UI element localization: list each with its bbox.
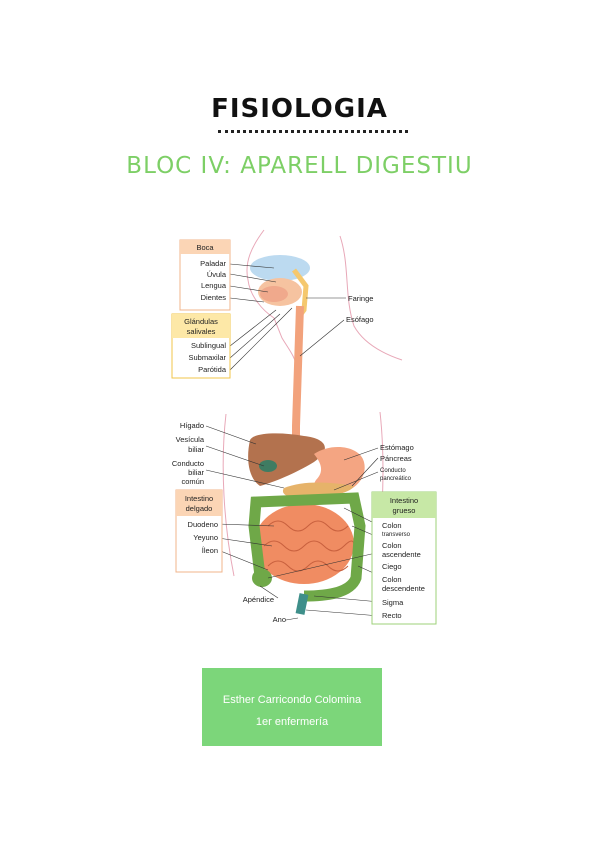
- label-estomago: Estómago: [380, 443, 414, 452]
- small-intestine-coils: [263, 520, 355, 572]
- glandulas-box-header: [172, 314, 230, 338]
- cecum-shape: [252, 569, 272, 587]
- label-esofago: Esófago: [346, 315, 374, 324]
- label-ciego: Ciego: [382, 562, 402, 571]
- label-colon-transverso-1: Colon: [382, 521, 402, 530]
- page-subtitle: BLOC IV: APARELL DIGESTIU: [126, 153, 473, 179]
- label-recto: Recto: [382, 611, 402, 620]
- liver-shape: [248, 433, 325, 486]
- label-uvula: Úvula: [207, 270, 227, 279]
- rectum-shape: [295, 593, 309, 615]
- esophagus-shape: [292, 305, 304, 456]
- page-title: FISIOLOGIA: [211, 94, 388, 124]
- label-conducto-biliar-1: Conducto: [172, 459, 204, 468]
- glandulas-box-title-2: salivales: [187, 327, 216, 336]
- neck-outline: [339, 235, 403, 361]
- intestino-grueso-title-1: Intestino: [390, 496, 418, 505]
- label-sigma: Sigma: [382, 598, 404, 607]
- label-colon-ascendente-2: ascendente: [382, 550, 421, 559]
- label-paladar: Paladar: [200, 259, 226, 268]
- intestino-grueso-box-header: [372, 492, 436, 518]
- label-sublingual: Sublingual: [191, 341, 226, 350]
- label-colon-ascendente-1: Colon: [382, 541, 402, 550]
- gallbladder-shape: [259, 460, 277, 472]
- label-dientes: Dientes: [201, 293, 227, 302]
- label-vesicula-2: biliar: [188, 445, 204, 454]
- label-higado: Hígado: [180, 421, 204, 430]
- label-faringe: Faringe: [348, 294, 373, 303]
- boca-box-header: [180, 240, 230, 254]
- colon-shape: [248, 492, 366, 602]
- label-colon-descendente-2: descendente: [382, 584, 425, 593]
- label-ileon: Íleon: [202, 546, 218, 555]
- author-course: 1er enfermería: [255, 716, 329, 728]
- digestive-system-diagram: Boca Paladar Úvula Lengua Dientes Glándu…: [164, 226, 444, 634]
- label-pancreas: Páncreas: [380, 454, 412, 463]
- label-duodeno: Duodeno: [188, 520, 218, 529]
- tongue-shape: [260, 286, 288, 302]
- label-apendice: Apéndice: [243, 595, 274, 604]
- label-submaxilar: Submaxilar: [188, 353, 226, 362]
- label-lengua: Lengua: [201, 281, 227, 290]
- label-parotida: Parótida: [198, 365, 227, 374]
- label-yeyuno: Yeyuno: [193, 533, 218, 542]
- label-vesicula-1: Vesícula: [176, 435, 205, 444]
- intestino-delgado-title-1: Intestino: [185, 494, 213, 503]
- leader-lines: [205, 263, 381, 621]
- boca-box-title: Boca: [196, 243, 214, 252]
- label-conducto-biliar-2: biliar: [188, 468, 204, 477]
- author-name: Esther Carricondo Colomina: [222, 694, 362, 706]
- intestino-grueso-title-2: grueso: [393, 506, 416, 515]
- label-conducto-biliar-3: común: [181, 477, 204, 486]
- label-ano: Ano: [273, 615, 286, 624]
- glandulas-box-title-1: Glándulas: [184, 317, 218, 326]
- author-box: Esther Carricondo Colomina 1er enfermerí…: [202, 668, 382, 746]
- label-colon-transverso-2: transverso: [382, 532, 411, 538]
- intestino-delgado-box-header: [176, 490, 222, 516]
- label-conducto-pancreatico-2: pancreático: [380, 476, 412, 482]
- label-conducto-pancreatico-1: Conducto: [380, 468, 406, 474]
- label-colon-descendente-1: Colon: [382, 575, 402, 584]
- torso-outline-left: [222, 413, 235, 577]
- intestino-delgado-title-2: delgado: [186, 504, 213, 513]
- head-outline: [246, 229, 297, 367]
- title-dotted-rule: [218, 130, 408, 133]
